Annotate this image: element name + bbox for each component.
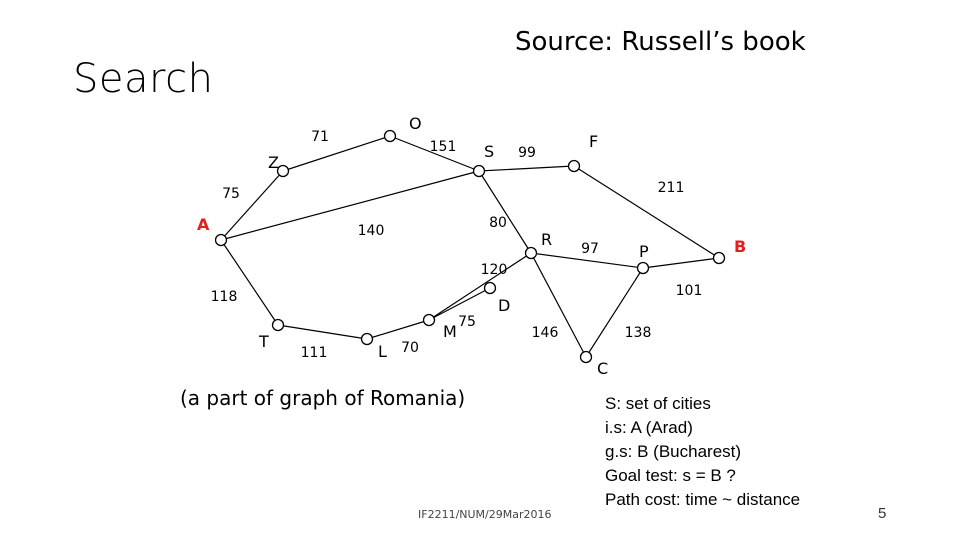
edge-weight-s-r: 80	[489, 215, 507, 231]
city-label-p: P	[639, 242, 649, 261]
city-label-s: S	[484, 142, 494, 161]
city-node-c	[579, 350, 593, 364]
edge-weight-t-l: 111	[301, 345, 328, 361]
city-node-l	[360, 332, 374, 346]
source-citation: Source: Russell’s book	[515, 27, 806, 57]
note-goal-test: Goal test: s = B ?	[605, 466, 736, 485]
edge-weight-s-f: 99	[518, 145, 536, 161]
edge-weight-o-s: 151	[430, 139, 457, 155]
city-label-f: F	[589, 132, 598, 151]
edge-r-p	[530, 252, 644, 269]
edge-weight-r-p: 97	[581, 241, 599, 257]
note-path-cost: Path cost: time ~ distance	[605, 490, 801, 509]
city-node-t	[271, 318, 285, 332]
city-node-r	[524, 246, 538, 260]
city-label-m: M	[443, 322, 457, 341]
city-label-z: Z	[268, 153, 279, 172]
edge-o-s	[389, 135, 480, 172]
city-node-f	[567, 159, 581, 173]
city-node-o	[383, 129, 397, 143]
edge-a-t	[220, 239, 279, 326]
slide-footer: IF2211/NUM/29Mar2016	[418, 508, 552, 521]
edge-r-c	[530, 252, 587, 358]
city-label-b: B	[734, 237, 746, 256]
city-label-c: C	[597, 359, 608, 378]
edge-weight-a-s: 140	[358, 223, 385, 239]
edge-weight-r-c: 146	[532, 325, 559, 341]
edge-weight-z-o: 71	[311, 129, 329, 145]
edge-p-c	[585, 267, 644, 358]
edge-z-o	[282, 135, 391, 172]
note-goal-state: g.s: B (Bucharest)	[605, 442, 742, 461]
edge-f-b	[573, 165, 720, 259]
edge-r-m	[428, 252, 532, 321]
edge-l-m	[366, 319, 430, 340]
edge-weight-p-b: 101	[676, 283, 703, 299]
city-node-b	[712, 251, 726, 265]
edge-s-f	[478, 165, 575, 172]
slide-title: Search	[73, 56, 214, 102]
edge-a-z	[220, 170, 284, 241]
edge-s-r	[478, 170, 532, 254]
city-label-t: T	[258, 332, 269, 351]
edge-weight-f-b: 211	[658, 180, 685, 196]
page-number: 5	[878, 505, 887, 522]
edge-weight-m-d: 75	[458, 314, 476, 330]
city-node-d	[483, 281, 497, 295]
edge-p-b	[642, 257, 720, 269]
city-node-m	[422, 313, 436, 327]
edge-weight-p-c: 138	[625, 325, 652, 341]
city-label-l: L	[378, 342, 387, 361]
edge-m-d	[428, 287, 491, 321]
city-label-d: D	[498, 296, 510, 315]
graph-caption: (a part of graph of Romania)	[180, 386, 466, 410]
note-state-space: S: set of cities	[605, 394, 711, 413]
edge-a-s	[220, 170, 480, 241]
city-label-r: R	[541, 230, 552, 249]
city-label-o: O	[409, 114, 422, 133]
edge-t-l	[277, 324, 368, 340]
city-node-z	[276, 164, 290, 178]
edge-weight-a-t: 118	[211, 289, 238, 305]
note-initial-state: i.s: A (Arad)	[605, 418, 693, 437]
edge-weight-r-m: 120	[481, 262, 508, 278]
edge-weight-l-m: 70	[401, 340, 419, 356]
city-node-p	[636, 261, 650, 275]
edge-weight-a-z: 75	[222, 186, 240, 202]
city-node-a	[214, 233, 228, 247]
problem-definition: S: set of cities i.s: A (Arad) g.s: B (B…	[605, 392, 800, 512]
city-node-s	[472, 164, 486, 178]
city-label-a: A	[197, 215, 210, 234]
